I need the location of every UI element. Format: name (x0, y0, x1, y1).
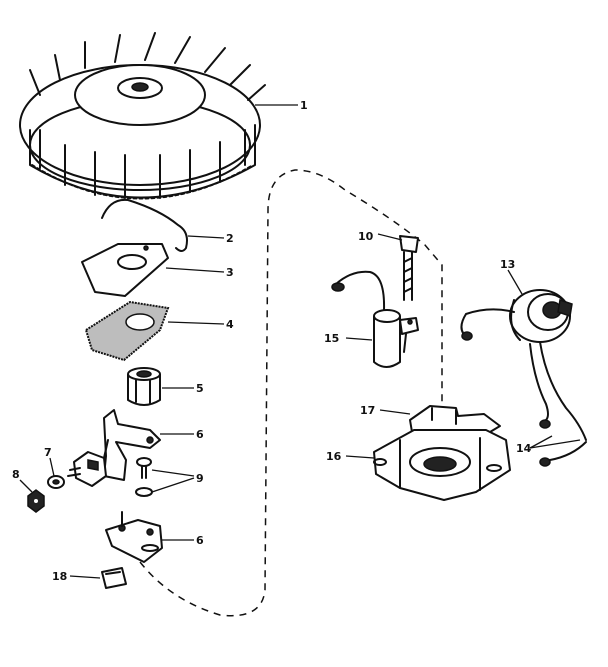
leader-line-4 (167, 321, 225, 325)
terminal-block (67, 451, 107, 487)
screw-and-washer (135, 457, 153, 497)
felt-pad (101, 567, 127, 589)
washer (47, 475, 65, 489)
leader-line-9a (151, 469, 195, 477)
leader-line-14a (529, 435, 553, 449)
ignition-coil (460, 289, 573, 343)
leader-line-17 (379, 409, 411, 415)
leader-line-9b (151, 477, 195, 493)
part-label-6b: 6 (196, 534, 204, 547)
ground-wires (529, 341, 587, 467)
leader-line-15 (345, 337, 373, 341)
leader-line-2 (187, 235, 225, 239)
gasket (84, 300, 170, 362)
flywheel (19, 32, 266, 200)
part-label-5: 5 (196, 382, 204, 395)
leader-line-10 (377, 233, 403, 241)
part-label-16: 16 (326, 450, 342, 463)
part-label-1: 1 (300, 99, 308, 112)
part-label-13: 13 (500, 258, 515, 271)
cover-plate (81, 243, 169, 297)
breaker-arm (103, 409, 161, 481)
bushing (127, 367, 161, 406)
leader-line-8 (19, 479, 33, 493)
part-label-15: 15 (324, 332, 339, 345)
nut (27, 489, 45, 513)
part-label-7: 7 (44, 446, 52, 459)
assembly-boundary (139, 169, 443, 617)
leader-line-13 (507, 269, 523, 295)
part-label-3: 3 (226, 266, 234, 279)
mounting-screw (399, 235, 419, 301)
base-housing (373, 429, 511, 501)
part-label-18: 18 (52, 570, 67, 583)
part-label-9: 9 (196, 472, 204, 485)
leader-line-16 (345, 455, 375, 459)
bracket-plate (105, 511, 163, 563)
part-label-14: 14 (516, 442, 532, 455)
condenser (331, 270, 419, 368)
part-label-8: 8 (12, 468, 20, 481)
leader-line-7 (49, 457, 55, 477)
leader-line-18 (69, 575, 101, 579)
leader-line-3 (165, 267, 225, 273)
part-label-10: 10 (358, 230, 374, 243)
leader-line-14b (529, 439, 581, 449)
part-label-4: 4 (226, 318, 234, 331)
part-label-2: 2 (226, 232, 234, 245)
part-label-17: 17 (360, 404, 375, 417)
part-label-6a: 6 (196, 428, 204, 441)
spring-clip (101, 198, 188, 252)
